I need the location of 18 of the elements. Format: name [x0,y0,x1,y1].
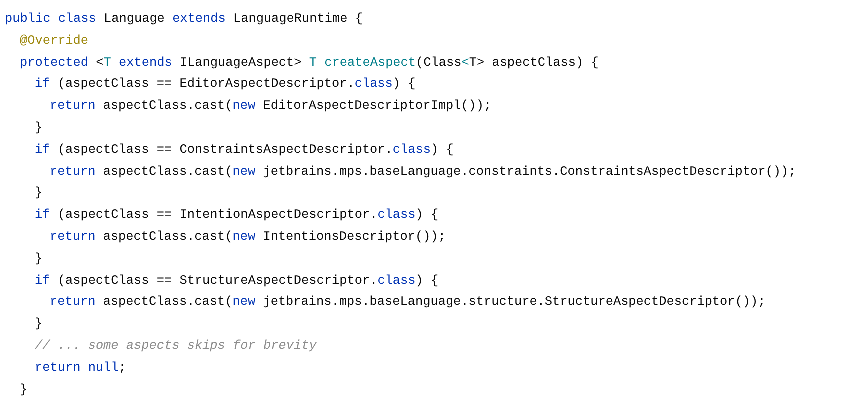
code-line: if (aspectClass == StructureAspectDescriptor.class) { [35,272,439,290]
code-line: } [35,184,43,202]
code-line: if (aspectClass == IntentionAspectDescriptor.class) { [35,206,439,224]
code-comment: // ... some aspects skips for brevity [35,336,317,355]
code-line: public class Language extends LanguageRuntime { [5,10,363,28]
code-line: return aspectClass.cast(new IntentionsDescriptor()); [50,228,446,246]
code-line: if (aspectClass == EditorAspectDescriptor.class) { [35,75,416,94]
code-line: return aspectClass.cast(new jetbrains.mps.baseLanguage.structure.StructureAspectDescriptor()); [50,293,766,312]
code-line: } [35,315,43,334]
code-line: } [20,380,28,399]
code-line: if (aspectClass == ConstraintsAspectDescriptor.class) { [35,140,454,159]
code-line: return null; [35,358,126,377]
code-line: return aspectClass.cast(new jetbrains.mps.baseLanguage.constraints.ConstraintsAspectDescriptor()); [50,162,796,181]
code-line: protected <T extends ILanguageAspect> T createAspect(Class<T> aspectClass) { [20,54,599,72]
code-line: @Override [20,32,89,50]
code-line: return aspectClass.cast(new EditorAspectDescriptorImpl()); [50,97,492,116]
code-line: } [35,118,43,137]
code-line: } [35,250,43,268]
